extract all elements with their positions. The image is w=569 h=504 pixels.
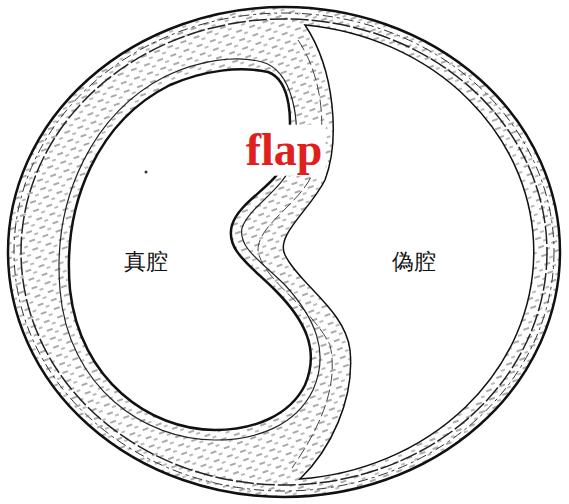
intima-layer (59, 59, 320, 440)
lumen-label: 真腔 (121, 250, 171, 274)
true-lumen (69, 69, 311, 430)
false-lumen (283, 25, 534, 479)
speck (145, 171, 148, 174)
flap-label: flap (243, 125, 326, 176)
wall-layer (14, 13, 554, 491)
lumen-label: 偽腔 (389, 250, 439, 274)
wall-layer (21, 19, 547, 485)
aortic-wall (8, 7, 560, 497)
